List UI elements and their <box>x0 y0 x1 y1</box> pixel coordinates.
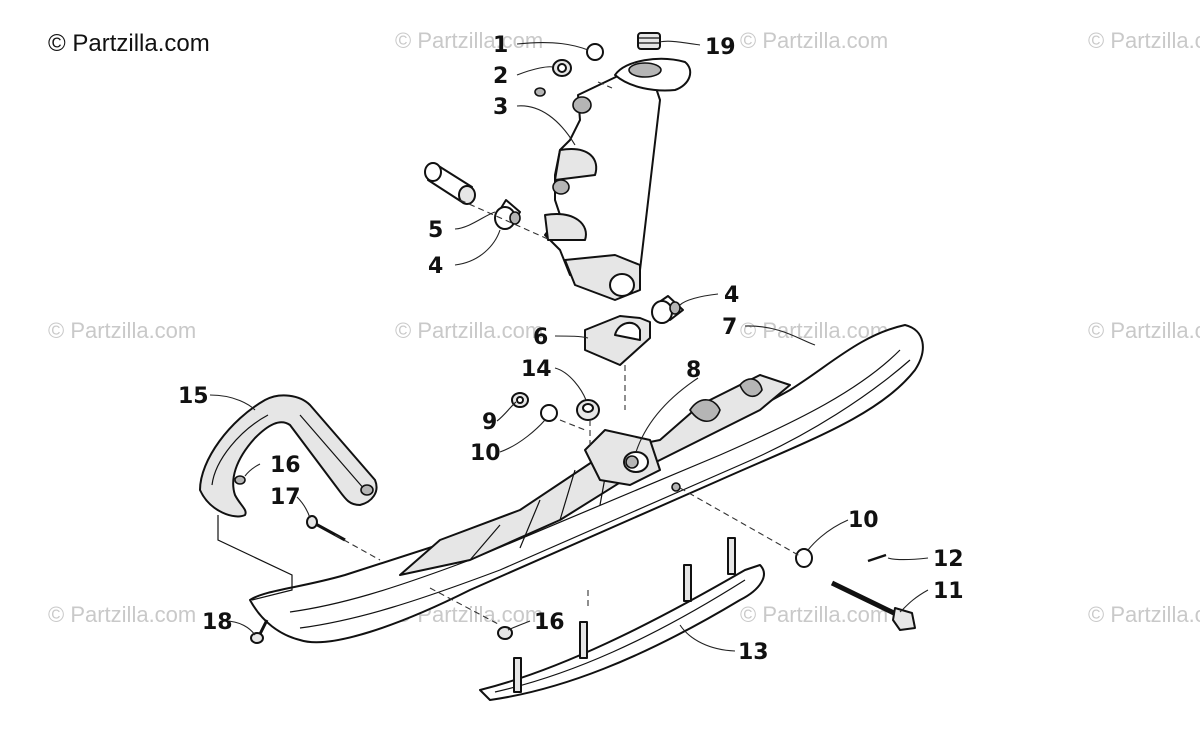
callout-1: 3 <box>493 95 508 120</box>
callout-4-lower: 4 <box>724 283 739 308</box>
callout-5: 5 <box>428 218 443 243</box>
callout-12: 12 <box>933 547 964 572</box>
nut-part-9[interactable] <box>511 392 529 408</box>
steering-arm-part-19[interactable] <box>614 32 692 92</box>
assembly-lines <box>217 81 801 626</box>
nut-part-2[interactable] <box>552 59 572 77</box>
callout-10-upper: 10 <box>470 441 501 466</box>
pin-part-12[interactable] <box>867 553 887 563</box>
callout-19: 19 <box>705 35 736 60</box>
callout-18: 18 <box>202 610 233 635</box>
watermark: © Partzilla.com <box>395 28 544 53</box>
ski-part-7[interactable] <box>249 324 924 644</box>
locknut-part-14[interactable] <box>576 399 600 421</box>
callout-10-lower: 10 <box>848 508 879 533</box>
callout-2: 2 <box>493 64 508 89</box>
loop-handle-part-15[interactable] <box>199 394 378 518</box>
leader-lines <box>209 40 929 652</box>
callout-15: 15 <box>178 384 209 409</box>
callout-3: 1 <box>493 33 508 58</box>
grease-fitting <box>534 87 546 97</box>
callout-13: 13 <box>738 640 769 665</box>
spindle-part-1[interactable] <box>544 74 661 301</box>
sleeve-part-5[interactable] <box>424 162 476 205</box>
watermark: © Partzilla.com <box>1088 318 1200 343</box>
screw-part-18[interactable] <box>250 619 269 644</box>
washer-part-3[interactable] <box>586 43 604 61</box>
callout-8: 8 <box>686 358 701 383</box>
callout-labels: 1 2 3 19 5 4 4 7 6 14 8 9 10 15 16 17 18… <box>178 33 964 665</box>
watermark: © Partzilla.com <box>740 28 889 53</box>
callout-16-upper: 16 <box>270 453 301 478</box>
watermark: © Partzilla.com <box>395 318 544 343</box>
watermark: © Partzilla.com <box>740 318 889 343</box>
watermark: © Partzilla.com <box>740 602 889 627</box>
nut-part-16-upper[interactable] <box>234 475 246 485</box>
watermark: © Partzilla.com <box>48 602 197 627</box>
screw-part-17[interactable] <box>306 515 346 542</box>
washer-part-10-upper[interactable] <box>540 404 558 422</box>
callout-4-upper: 4 <box>428 254 443 279</box>
copyright-notice: © Partzilla.com <box>48 30 210 57</box>
callout-6: 6 <box>533 325 548 350</box>
callout-11: 11 <box>933 579 964 604</box>
bushing-part-4-lower[interactable] <box>651 295 684 324</box>
callout-17: 17 <box>270 485 301 510</box>
bolt-part-11[interactable] <box>830 580 916 631</box>
damper-part-6[interactable] <box>584 315 651 366</box>
washer-part-10-lower[interactable] <box>795 548 813 568</box>
callout-16-lower: 16 <box>534 610 565 635</box>
watermark: © Partzilla.com <box>48 318 197 343</box>
watermark: © Partzilla.com <box>1088 28 1200 53</box>
callout-7: 7 <box>722 315 737 340</box>
callout-9: 9 <box>482 410 497 435</box>
callout-14: 14 <box>521 357 552 382</box>
wear-bar-part-13[interactable] <box>479 537 765 701</box>
watermark: © Partzilla.com <box>1088 602 1200 627</box>
